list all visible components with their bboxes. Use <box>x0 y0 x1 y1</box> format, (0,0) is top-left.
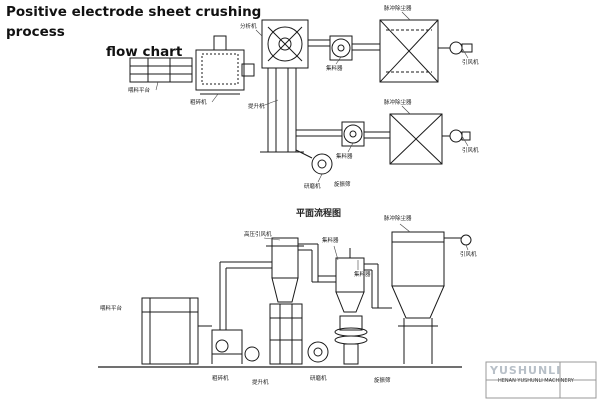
label-collector-1-front: 集料器 <box>322 236 339 244</box>
watermark-text: YUSHUNLI <box>490 364 562 377</box>
label-fan-1-top: 引风机 <box>462 58 479 66</box>
label-collector-2-front: 集料器 <box>354 270 371 278</box>
collector-front-view <box>335 248 365 313</box>
label-coarse-crusher-front: 粗碎机 <box>212 374 229 382</box>
bucket-lift-front-view <box>269 303 303 365</box>
collector-1-top-view <box>329 35 353 61</box>
diagram-title: Positive electrode sheet crushing proces… <box>6 2 306 62</box>
separator-front-view <box>266 237 304 303</box>
watermark-logo: YUSHUNLI <box>490 364 580 377</box>
label-collector-1-top: 集料器 <box>326 64 343 72</box>
label-pulse-dust-1-top: 脉冲除尘器 <box>384 4 412 12</box>
label-fan-front: 引风机 <box>460 250 477 258</box>
collector-2-top-view <box>341 121 365 147</box>
label-fan-2-top: 引风机 <box>462 146 479 154</box>
label-collector-2-top: 集料器 <box>336 152 353 160</box>
label-coarse-crusher-top: 粗碎机 <box>190 98 207 106</box>
pulse-dust-collector-front-view <box>391 231 445 364</box>
title-line-1: Positive electrode sheet crushing proces… <box>6 4 262 40</box>
label-lift-front: 提升机 <box>252 378 269 386</box>
title-block <box>485 361 597 399</box>
bucket-lift-top-view <box>260 67 304 153</box>
label-pulse-dust-front: 脉冲除尘器 <box>384 214 412 222</box>
separator-top-view <box>261 19 309 69</box>
label-vibrating-screen-top: 旋振筛 <box>334 180 351 188</box>
title-line-2: flow chart <box>106 44 183 60</box>
fine-mill-front-view <box>307 341 329 363</box>
label-lift-top: 提升机 <box>248 102 265 110</box>
label-feed-platform-top: 喂料平台 <box>128 86 151 94</box>
label-fine-mill-front: 研磨机 <box>310 374 327 382</box>
pulse-dust-collector-2-top-view <box>389 113 443 165</box>
pulse-dust-collector-1-top-view <box>379 19 439 83</box>
fine-mill-top-view <box>295 149 333 175</box>
vibrating-screen-front-view <box>334 315 368 365</box>
fan-front-view <box>444 234 472 246</box>
feed-platform-top-view <box>129 57 193 83</box>
label-hp-fan-front: 高压引风机 <box>244 230 272 238</box>
label-feed-platform-front: 喂料平台 <box>100 304 123 312</box>
coarse-crusher-front-view <box>211 329 260 364</box>
fan-1-top-view <box>438 41 473 55</box>
label-fine-mill-top: 研磨机 <box>304 182 321 190</box>
label-pulse-dust-2-top: 脉冲除尘器 <box>384 98 412 106</box>
coarse-crusher-top-view <box>195 35 255 95</box>
watermark-subtext: HENAN YUSHUNLI MACHINERY <box>498 378 574 384</box>
fan-2-top-view <box>442 129 471 143</box>
label-vibrating-screen-front: 旋振筛 <box>374 376 391 384</box>
feed-platform-front-view <box>141 297 212 365</box>
label-separator-top: 分析机 <box>240 22 257 30</box>
plan-view-label: 平面流程图 <box>296 207 341 219</box>
